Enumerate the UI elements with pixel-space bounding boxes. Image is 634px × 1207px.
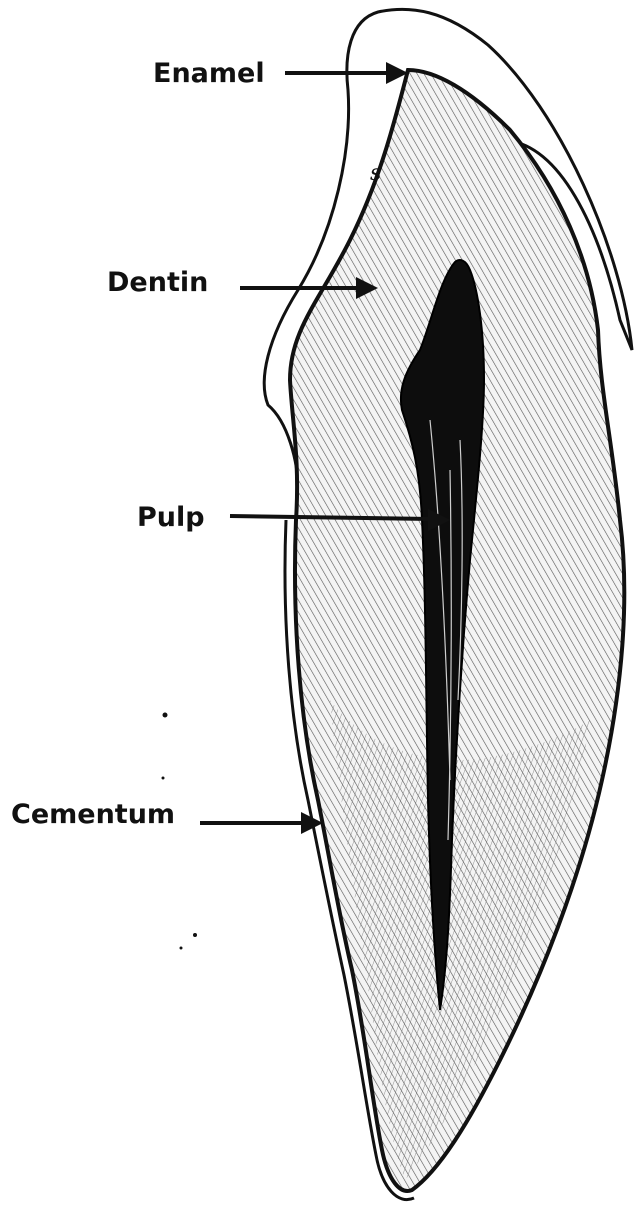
speck-dot	[193, 933, 197, 937]
label-enamel: Enamel	[153, 58, 265, 89]
speck-dot	[163, 713, 168, 718]
label-dentin: Dentin	[107, 267, 208, 298]
label-cementum: Cementum	[11, 799, 175, 830]
speck-dot	[162, 777, 165, 780]
label-pulp: Pulp	[137, 502, 205, 533]
speck-dot	[180, 947, 183, 950]
s-mark: s	[370, 161, 381, 186]
